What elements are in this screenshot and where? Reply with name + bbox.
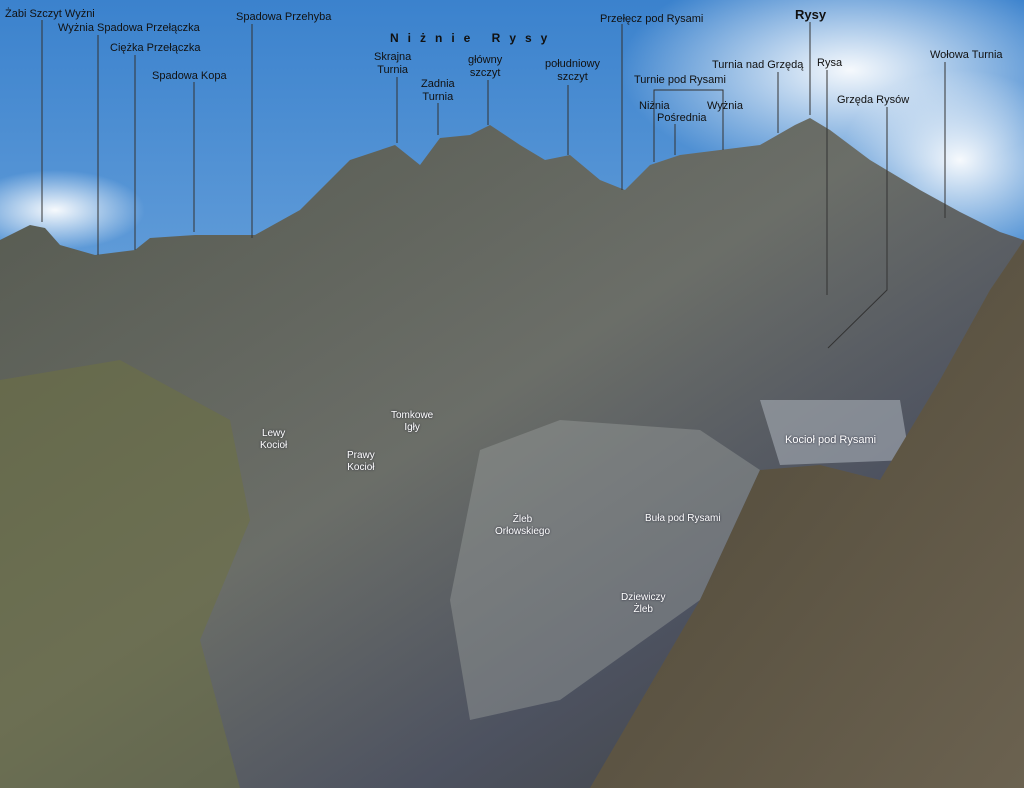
label-grzeda-rysow: Grzęda Rysów	[837, 94, 910, 106]
foreground-ridge	[590, 240, 1024, 788]
label-turnie-pod-rysami: Turnie pod Rysami	[634, 74, 726, 86]
label-rysy: Rysy	[795, 7, 827, 22]
label-wyznia: Wyżnia	[707, 100, 743, 112]
label-line: Igły	[404, 422, 420, 433]
label-rysa: Rysa	[817, 57, 843, 69]
label-ciezka-przelaczka: Ciężka Przełączka	[110, 42, 201, 54]
label-line: główny	[468, 54, 503, 66]
label-line: południowy	[545, 58, 601, 70]
label-spadowa-przehyba: Spadowa Przehyba	[236, 11, 332, 23]
label-posrednia: Pośrednia	[657, 112, 707, 124]
label-line: Zadnia	[421, 78, 455, 90]
label-wolowa-turnia: Wołowa Turnia	[930, 49, 1003, 61]
label-nizna: Niżnia	[639, 100, 670, 112]
kociol-pod-rysami-snow	[760, 400, 910, 465]
label-line: Żleb	[512, 514, 533, 525]
label-line: Żleb	[633, 604, 653, 615]
leader-lines	[41, 20, 946, 349]
label-turnia-nad-grzeda: Turnia nad Grzędą	[712, 59, 804, 71]
label-line: Dziewiczy	[621, 592, 666, 603]
label-wyznia-spadowa-przelaczka: Wyżnia Spadowa Przełączka	[58, 22, 200, 34]
label-przelecz-pod-rysami: Przełęcz pod Rysami	[600, 13, 704, 25]
label-line: Lewy	[261, 428, 286, 439]
label-line: Tomkowe	[391, 410, 434, 421]
label-line: Turnia	[422, 91, 454, 103]
label-line: Prawy	[347, 450, 375, 461]
label-line: Kocioł	[260, 440, 288, 451]
label-line: szczyt	[557, 71, 588, 83]
label-spadowa-kopa: Spadowa Kopa	[152, 70, 227, 82]
label-line: Skrajna	[374, 51, 412, 63]
label-line: Turnia	[377, 64, 409, 76]
label-zabi-szczyt-wyzni: Żabi Szczyt Wyżni	[5, 8, 95, 20]
scree	[450, 420, 760, 720]
label-bula-pod-rysami: Buła pod Rysami	[645, 513, 721, 524]
label-niznie-rysy: Niżnie Rysy	[390, 31, 557, 45]
label-line: szczyt	[469, 67, 501, 79]
label-kociol-pod-rysami: Kocioł pod Rysami	[785, 434, 877, 446]
label-line: Orłowskiego	[495, 526, 551, 537]
label-line: Kocioł	[347, 462, 375, 473]
green-slopes	[0, 360, 250, 788]
